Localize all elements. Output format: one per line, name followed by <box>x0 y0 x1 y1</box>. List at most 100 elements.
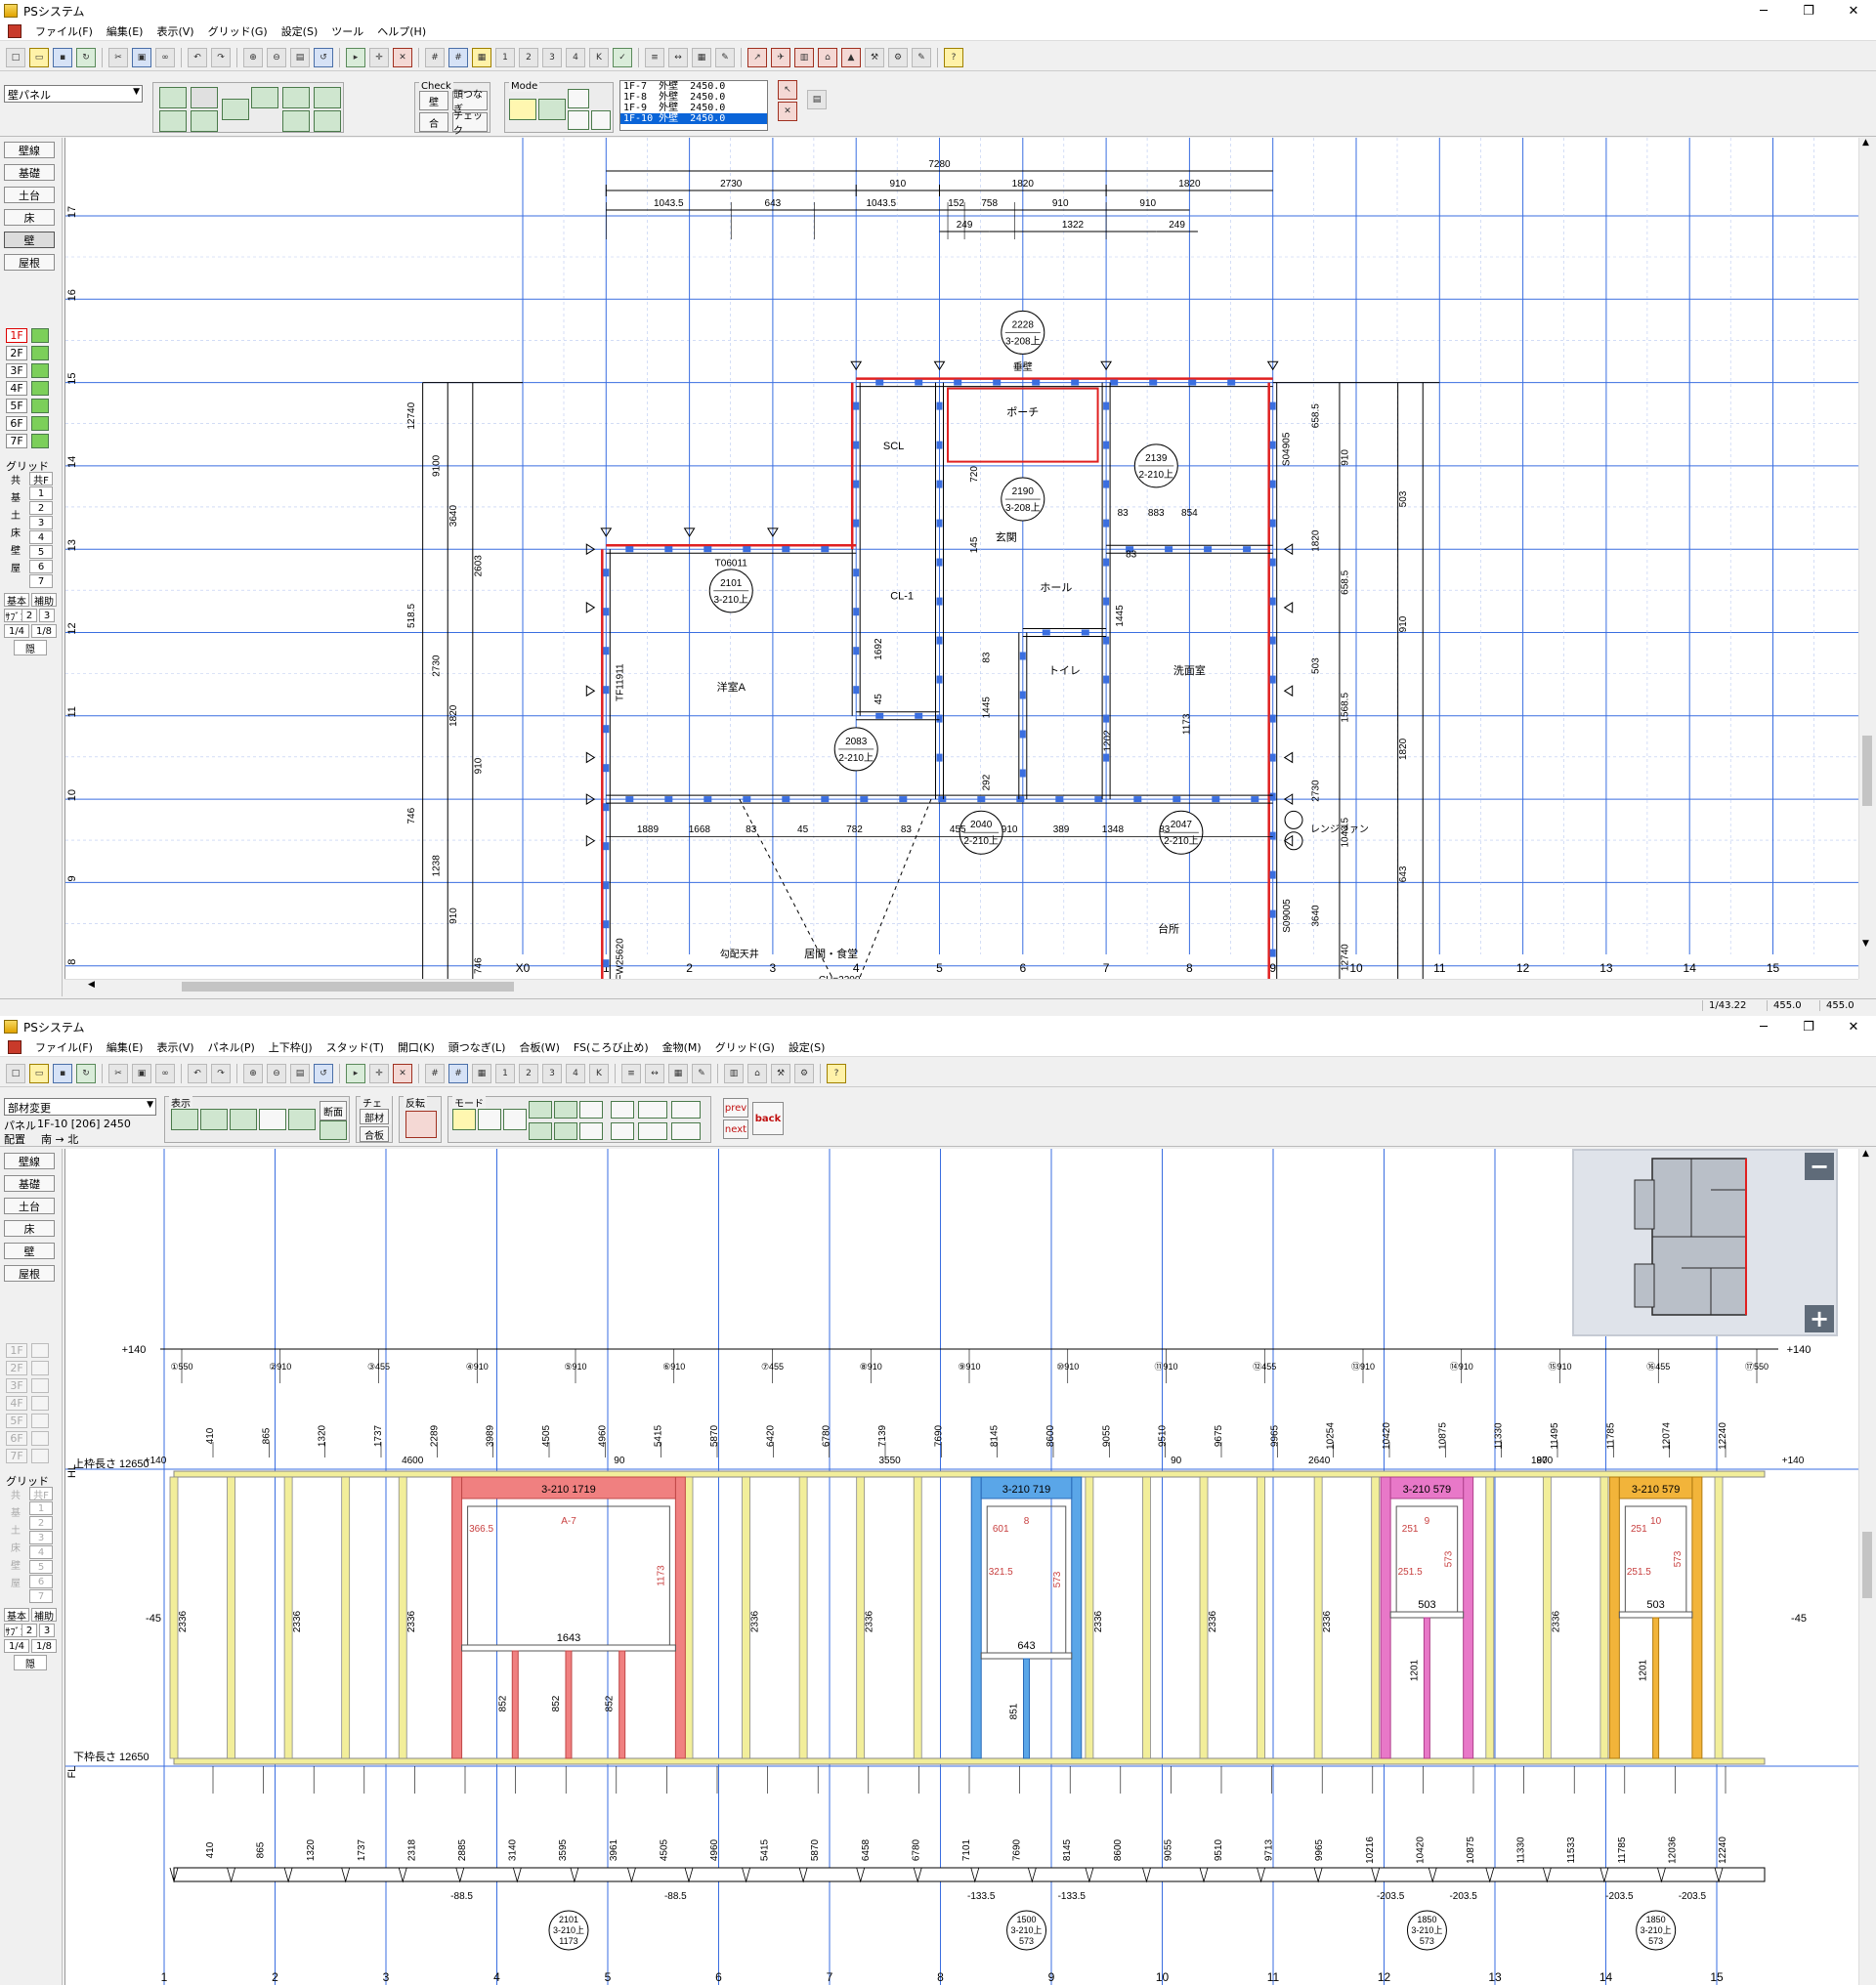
slope-tool-icon[interactable] <box>671 1122 701 1140</box>
select-icon[interactable]: ▣ <box>132 1063 151 1083</box>
grid-hide-button[interactable]: 隠 <box>14 1655 47 1670</box>
zoom-out-icon[interactable]: ⊖ <box>267 47 286 67</box>
floor-1-icon[interactable]: 1 <box>495 1063 515 1083</box>
open-folder-icon[interactable]: ▭ <box>29 1063 49 1083</box>
star-tool-icon[interactable] <box>509 99 536 120</box>
refresh-icon[interactable]: ↻ <box>76 1063 96 1083</box>
grid-cell[interactable]: 土 <box>11 510 21 522</box>
grid-cell[interactable]: 4 <box>29 1545 53 1559</box>
menu-item-9[interactable]: FS(ころび止め) <box>573 1040 649 1054</box>
grid-cell[interactable]: 3 <box>29 516 53 529</box>
edit-mode-select[interactable]: 部材変更 ▼ <box>4 1098 156 1116</box>
panel-type-a-icon[interactable] <box>159 87 187 108</box>
menu-item-6[interactable]: 開口(K) <box>397 1040 435 1054</box>
undo-icon[interactable]: ↶ <box>188 47 207 67</box>
list-item[interactable]: 1F-7 外壁 2450.0 <box>623 81 726 92</box>
pencil-icon[interactable] <box>31 433 49 448</box>
delete-icon[interactable]: ✕ <box>778 102 797 121</box>
minimize-icon[interactable]: ─ <box>1760 1019 1768 1035</box>
floor-3-icon[interactable]: 3 <box>542 47 562 67</box>
check-button[interactable]: チェック <box>452 111 488 137</box>
grid-cell[interactable]: 7 <box>29 574 53 588</box>
grid-base-button[interactable]: 補助 <box>31 593 57 608</box>
pencil-icon[interactable] <box>31 398 49 413</box>
select-arrow-icon[interactable]: ↖ <box>778 80 797 100</box>
pencil-icon[interactable] <box>31 1360 49 1375</box>
redo-icon[interactable]: ↷ <box>211 47 231 67</box>
menu-tools[interactable]: ツール <box>331 24 364 38</box>
grid-cell[interactable]: 3 <box>29 1531 53 1544</box>
side-button-1[interactable]: 基礎 <box>4 164 55 181</box>
grid-hide-button[interactable]: 隠 <box>14 640 47 655</box>
grid-cell[interactable]: 屋 <box>11 1578 21 1589</box>
grid-icon[interactable]: # <box>425 1063 445 1083</box>
redo-icon[interactable]: ↷ <box>211 1063 231 1083</box>
table-tool-icon[interactable] <box>611 1101 634 1119</box>
side-button-0[interactable]: 壁線 <box>4 1153 55 1169</box>
side-button-3[interactable]: 床 <box>4 209 55 226</box>
menu-item-0[interactable]: ファイル(F) <box>35 1040 93 1054</box>
grid-blue-icon[interactable]: # <box>448 47 468 67</box>
layer-icon[interactable]: ▦ <box>472 1063 491 1083</box>
pen-icon[interactable]: ✎ <box>715 47 735 67</box>
pointer-icon[interactable]: ▸ <box>346 1063 365 1083</box>
panel-type-h-icon[interactable] <box>222 99 249 120</box>
zoom-fit-icon[interactable]: ▤ <box>290 47 310 67</box>
scroll-up-icon[interactable]: ▲ <box>1862 138 1869 148</box>
menu-item-12[interactable]: 設定(S) <box>788 1040 826 1054</box>
grid-cell[interactable]: 土 <box>11 1525 21 1537</box>
dimension-icon[interactable]: ↔ <box>668 47 688 67</box>
stair-icon[interactable]: ≡ <box>621 1063 641 1083</box>
grid-base-button[interactable]: 補助 <box>31 1608 57 1623</box>
menu-item-5[interactable]: スタッド(T) <box>325 1040 384 1054</box>
stud-measure-icon[interactable] <box>579 1101 603 1119</box>
save-icon[interactable]: ▪ <box>53 1063 72 1083</box>
floor-button-7F[interactable]: 7F <box>6 1448 27 1463</box>
hammer-icon[interactable]: ⚒ <box>771 1063 790 1083</box>
refresh-icon[interactable]: ↻ <box>76 47 96 67</box>
floor-4-icon[interactable]: 4 <box>566 47 585 67</box>
zoom-back-icon[interactable]: ↺ <box>314 47 333 67</box>
grid-base-button[interactable]: 基本 <box>4 1608 29 1623</box>
grid-fraction-button[interactable]: 1/4 <box>4 1639 29 1653</box>
wall-icon[interactable]: ▥ <box>794 47 814 67</box>
grid-cell[interactable]: 共F <box>29 1487 53 1501</box>
zoom-in-icon[interactable]: ⊕ <box>243 47 263 67</box>
panel-type-e-icon[interactable] <box>314 87 341 108</box>
knife-tool-icon[interactable] <box>503 1109 527 1130</box>
grid-fraction-button[interactable]: 1/4 <box>4 624 29 638</box>
grid-cell[interactable]: 6 <box>29 1575 53 1588</box>
close-icon[interactable]: ✕ <box>1848 1019 1859 1035</box>
section-view-icon[interactable] <box>320 1120 347 1140</box>
stair-icon[interactable]: ≡ <box>645 47 664 67</box>
menu-edit[interactable]: 編集(E) <box>106 24 144 38</box>
menu-item-7[interactable]: 頭つなぎ(L) <box>448 1040 506 1054</box>
scroll-thumb[interactable] <box>1862 1532 1872 1598</box>
menu-item-10[interactable]: 金物(M) <box>661 1040 702 1054</box>
floor-button-1F[interactable]: 1F <box>6 327 27 343</box>
menu-grid[interactable]: グリッド(G) <box>207 24 268 38</box>
erase-tool-icon[interactable] <box>671 1101 701 1119</box>
pencil-icon[interactable] <box>31 1377 49 1393</box>
side-button-1[interactable]: 基礎 <box>4 1175 55 1192</box>
grid-cell[interactable]: 屋 <box>11 563 21 574</box>
panel-type-j-icon[interactable] <box>314 110 341 132</box>
side-button-2[interactable]: 土台 <box>4 1198 55 1214</box>
panel-type-b-icon[interactable] <box>191 87 218 108</box>
mode-select[interactable]: 壁パネル ▼ <box>4 85 143 103</box>
check-icon[interactable]: ✓ <box>613 47 632 67</box>
menu-settings[interactable]: 設定(S) <box>280 24 319 38</box>
flip-icon[interactable] <box>405 1111 437 1138</box>
grid-sub-button[interactable]: 3 <box>39 609 55 622</box>
side-button-4[interactable]: 壁 <box>4 232 55 248</box>
side-button-5[interactable]: 屋根 <box>4 1265 55 1282</box>
grid-sub-button[interactable]: 3 <box>39 1624 55 1637</box>
number-tool-icon[interactable] <box>568 89 589 108</box>
grid-cell[interactable]: 7 <box>29 1589 53 1603</box>
delete-cross-icon[interactable]: ✕ <box>393 47 412 67</box>
floor-button-4F[interactable]: 4F <box>6 1395 27 1411</box>
grid-base-button[interactable]: 基本 <box>4 593 29 608</box>
triangle-icon[interactable]: ▲ <box>841 47 861 67</box>
elevation-vertical-scrollbar[interactable]: ▲ <box>1858 1149 1874 1985</box>
